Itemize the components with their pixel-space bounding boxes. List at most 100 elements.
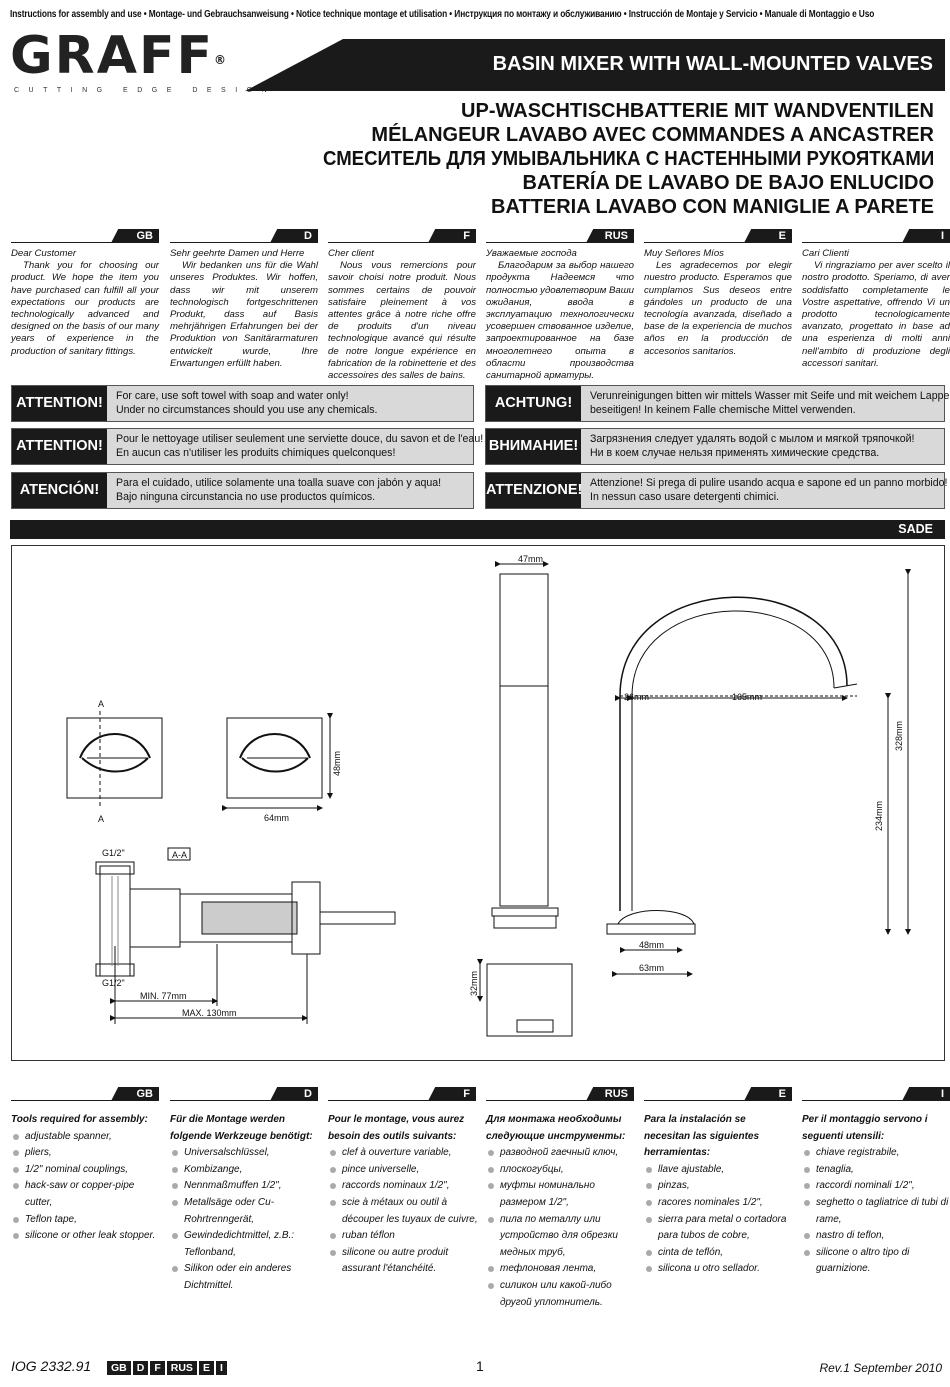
dim-328: 328mm: [894, 721, 904, 751]
attention-f: ATTENTION!Pour le nettoyage utiliser seu…: [11, 428, 483, 465]
tools-divider: [11, 1100, 159, 1101]
subtitle-de: UP-WASCHTISCHBATTERIE MIT WANDVENTILEN: [461, 100, 934, 122]
languages-line: Instructions for assembly and use • Mont…: [10, 9, 875, 20]
tool-item: 1/2" nominal couplings,: [11, 1162, 161, 1179]
attention-gb: ATTENTION!For care, use soft towel with …: [11, 385, 474, 422]
subtitles: UP-WASCHTISCHBATTERIE MIT WANDVENTILEN M…: [277, 99, 934, 219]
attention-e: ATENCIÓN!Para el cuidado, utilice solame…: [11, 472, 474, 509]
title-bar: BASIN MIXER WITH WALL-MOUNTED VALVES: [245, 39, 945, 91]
tool-item: cinta de teflón,: [644, 1245, 794, 1262]
attention-rus: ВНИМАНИЕ!Загрязнения следует удалять вод…: [485, 428, 945, 465]
lang-code: E: [778, 1088, 786, 1100]
tool-item: pince universelle,: [328, 1162, 478, 1179]
intro-tab-f: F: [428, 229, 476, 243]
intro-tab-i: I: [902, 229, 950, 243]
subtitle-it: BATTERIA LAVABO CON MANIGLIE A PARETE: [491, 196, 934, 218]
tool-item: silicone o altro tipo di guarnizione.: [802, 1245, 950, 1278]
intro-divider: [170, 242, 318, 243]
lang-code: E: [778, 230, 786, 242]
intro-divider: [486, 242, 634, 243]
tool-item: Silikon oder ein anderes Dichtmittel.: [170, 1261, 320, 1294]
tool-item: seghetto o tagliatrice di tubi di rame,: [802, 1195, 950, 1228]
tools-i: Per il montaggio servono i seguenti uten…: [802, 1112, 950, 1278]
tool-item: Teflon tape,: [11, 1212, 161, 1229]
tools-tab-e: E: [744, 1087, 792, 1101]
technical-drawing: A A 48mm 64mm G1/2" G1/2" A-A MIN. 77mm …: [11, 545, 945, 1061]
lang-code: RUS: [604, 230, 628, 242]
tools-divider: [170, 1100, 318, 1101]
dim-32: 32mm: [469, 971, 479, 996]
drawing-svg: A A 48mm 64mm G1/2" G1/2" A-A MIN. 77mm …: [66, 554, 911, 1037]
tool-item: муфты номинально размером 1/2",: [486, 1178, 636, 1211]
tool-item: pinzas,: [644, 1178, 794, 1195]
dim-26: 26mm: [624, 692, 649, 702]
intro-tab-e: E: [744, 229, 792, 243]
intro-tab-rus: RUS: [586, 229, 634, 243]
lang-code: F: [463, 230, 470, 242]
page-number: 1: [476, 1358, 484, 1374]
section-mark-a-top: A: [98, 699, 104, 709]
thread-g12-bottom: G1/2": [102, 978, 125, 988]
tool-item: nastro di teflon,: [802, 1228, 950, 1245]
footer-lang-rus: RUS: [166, 1361, 197, 1375]
tool-item: clef à ouverture variable,: [328, 1145, 478, 1162]
tool-item: hack-saw or copper-pipe cutter,: [11, 1178, 161, 1211]
graff-logo: GRAFF®: [10, 26, 229, 86]
tool-item: pliers,: [11, 1145, 161, 1162]
tool-item: sierra para metal o cortadora para tubos…: [644, 1212, 794, 1245]
tools-rus: Для монтажа необходимы следующие инструм…: [486, 1112, 636, 1311]
thread-g12-top: G1/2": [102, 848, 125, 858]
subtitle-fr: MÉLANGEUR LAVABO AVEC COMMANDES A ANCAST…: [371, 124, 934, 146]
tool-item: adjustable spanner,: [11, 1129, 161, 1146]
footer-lang-f: F: [150, 1361, 165, 1375]
dim-47: 47mm: [518, 554, 543, 564]
lang-code: D: [304, 1088, 312, 1100]
product-name: SADE: [898, 522, 933, 536]
product-bar: SADE: [10, 520, 945, 539]
lang-code: GB: [136, 1088, 154, 1100]
tools-tab-gb: GB: [111, 1087, 159, 1101]
revision: Rev.1 September 2010: [819, 1361, 942, 1375]
attention-d: ACHTUNG!Verunreinigungen bitten wir mitt…: [485, 385, 950, 422]
tools-divider: [486, 1100, 634, 1101]
dim-234: 234mm: [874, 801, 884, 831]
tool-item: пила по металлу или устройство для обрез…: [486, 1212, 636, 1262]
intro-tab-gb: GB: [111, 229, 159, 243]
tool-item: тефлоновая лента,: [486, 1261, 636, 1278]
tools-tab-d: D: [270, 1087, 318, 1101]
dim-max-130: MAX. 130mm: [182, 1008, 237, 1018]
spout-front-view: [486, 573, 573, 1037]
lang-code: I: [940, 1088, 944, 1100]
tool-item: silicone or other leak stopper.: [11, 1228, 161, 1245]
tool-item: raccords nominaux 1/2",: [328, 1178, 478, 1195]
tools-divider: [644, 1100, 792, 1101]
tool-item: Gewindedichtmittel, z.B.: Teflonband,: [170, 1228, 320, 1261]
intro-divider: [328, 242, 476, 243]
tools-d: Für die Montage werden folgende Werkzeug…: [170, 1112, 320, 1295]
dim-165: 165mm: [732, 692, 762, 702]
tools-e: Para la instalación se necesitan las sig…: [644, 1112, 794, 1278]
attention-i: ATTENZIONE!Attenzione! Si prega di pulir…: [485, 472, 948, 509]
tool-item: разводной гаечный ключ,: [486, 1145, 636, 1162]
tool-item: ruban téflon: [328, 1228, 478, 1245]
tool-item: Nennmaßmuffen 1/2",: [170, 1178, 320, 1195]
tools-tab-rus: RUS: [586, 1087, 634, 1101]
footer-lang-d: D: [132, 1361, 149, 1375]
intro-divider: [802, 242, 950, 243]
tool-item: llave ajustable,: [644, 1162, 794, 1179]
dim-48-base: 48mm: [639, 940, 664, 950]
lang-code: RUS: [604, 1088, 628, 1100]
lang-code: D: [304, 230, 312, 242]
dim-64: 64mm: [264, 813, 289, 823]
section-label-aa: A-A: [172, 850, 187, 860]
footer-lang-i: I: [215, 1361, 227, 1375]
tool-item: chiave registrabile,: [802, 1145, 950, 1162]
dim-min-77: MIN. 77mm: [140, 991, 187, 1001]
handle-plate-left: [66, 711, 163, 808]
tools-f: Pour le montage, vous aurez besoin des o…: [328, 1112, 478, 1278]
